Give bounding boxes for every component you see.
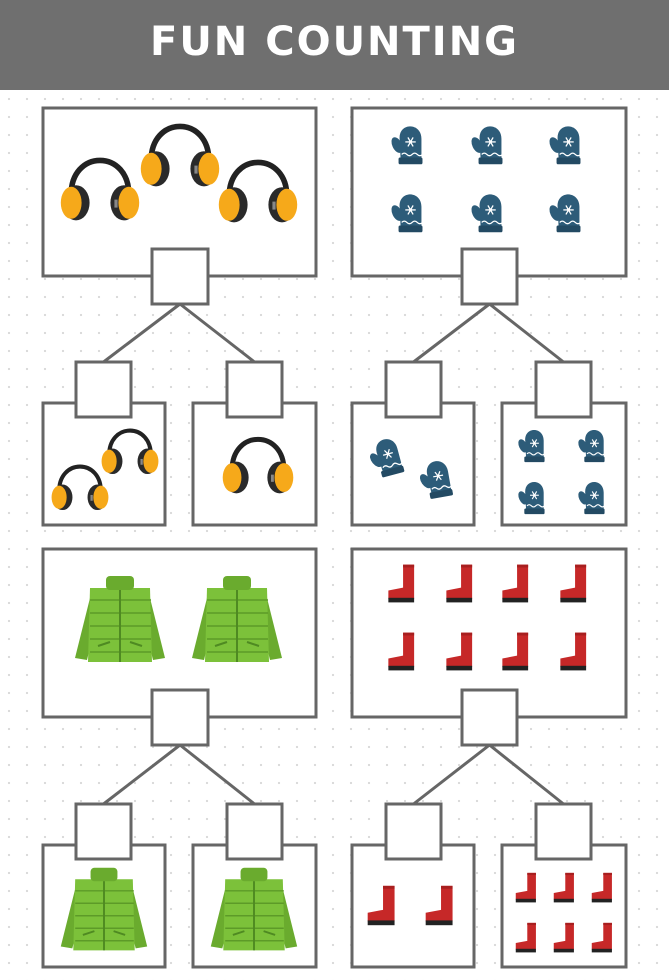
mitten-icon [578, 430, 605, 463]
earmuffs-icon [51, 464, 109, 511]
mittens-left-answer-box[interactable] [384, 360, 443, 419]
header-banner: FUN COUNTING [0, 0, 669, 90]
jacket-icon [60, 867, 148, 951]
mitten-icon [518, 482, 545, 515]
boot-icon [591, 872, 612, 903]
jackets-main-answer-box[interactable] [150, 688, 210, 747]
boots-left-answer-box[interactable] [384, 802, 443, 861]
earmuffs-right-answer-box[interactable] [225, 360, 284, 419]
mitten-icon [518, 430, 545, 463]
jacket-icon [210, 867, 298, 951]
connector-line [102, 302, 181, 364]
boot-icon [560, 564, 587, 603]
jackets-left-answer-box[interactable] [74, 802, 133, 861]
boot-icon [553, 872, 574, 903]
mitten-icon [549, 126, 581, 165]
mittens-right-answer-box[interactable] [534, 360, 593, 419]
connector-line [179, 743, 256, 806]
earmuffs-main-answer-box[interactable] [150, 247, 210, 306]
mittens-right-box [500, 401, 628, 527]
earmuffs-icon [101, 428, 159, 475]
earmuffs-icon [60, 157, 140, 221]
boot-icon [515, 872, 536, 903]
boot-icon [388, 632, 415, 671]
earmuffs-icon [218, 159, 298, 223]
mitten-icon [471, 126, 503, 165]
connector-line [488, 302, 565, 364]
mitten-icon [549, 194, 581, 233]
connector-line [488, 743, 565, 806]
jacket-icon [192, 576, 282, 662]
mittens-left-box [350, 401, 476, 527]
mitten-icon [391, 126, 423, 165]
boot-icon [553, 922, 574, 953]
mitten-icon [369, 439, 405, 478]
boot-icon [591, 922, 612, 953]
jacket-icon [75, 576, 165, 662]
boot-icon [388, 564, 415, 603]
boots-right-answer-box[interactable] [534, 802, 593, 861]
boot-icon [446, 632, 473, 671]
boot-icon [515, 922, 536, 953]
mitten-icon [391, 194, 423, 233]
boots-main-answer-box[interactable] [460, 688, 519, 747]
boot-icon [367, 885, 395, 926]
connector-line [412, 743, 491, 806]
connector-line [179, 302, 256, 364]
earmuffs-left-answer-box[interactable] [74, 360, 133, 419]
mitten-icon [471, 194, 503, 233]
connector-line [412, 302, 491, 364]
earmuffs-right-box [191, 401, 318, 527]
mittens-main-answer-box[interactable] [460, 247, 519, 306]
earmuffs-icon [140, 123, 220, 187]
boot-icon [502, 632, 529, 671]
page-title: FUN COUNTING [150, 19, 519, 65]
jackets-right-answer-box[interactable] [225, 802, 284, 861]
boot-icon [425, 885, 453, 926]
mitten-icon [419, 461, 453, 499]
connector-line [102, 743, 181, 806]
earmuffs-icon [222, 436, 294, 494]
boot-icon [560, 632, 587, 671]
boots-left-box [350, 843, 476, 969]
boot-icon [446, 564, 473, 603]
banner-zigzag-edge [0, 76, 669, 88]
mitten-icon [578, 482, 605, 515]
boot-icon [502, 564, 529, 603]
